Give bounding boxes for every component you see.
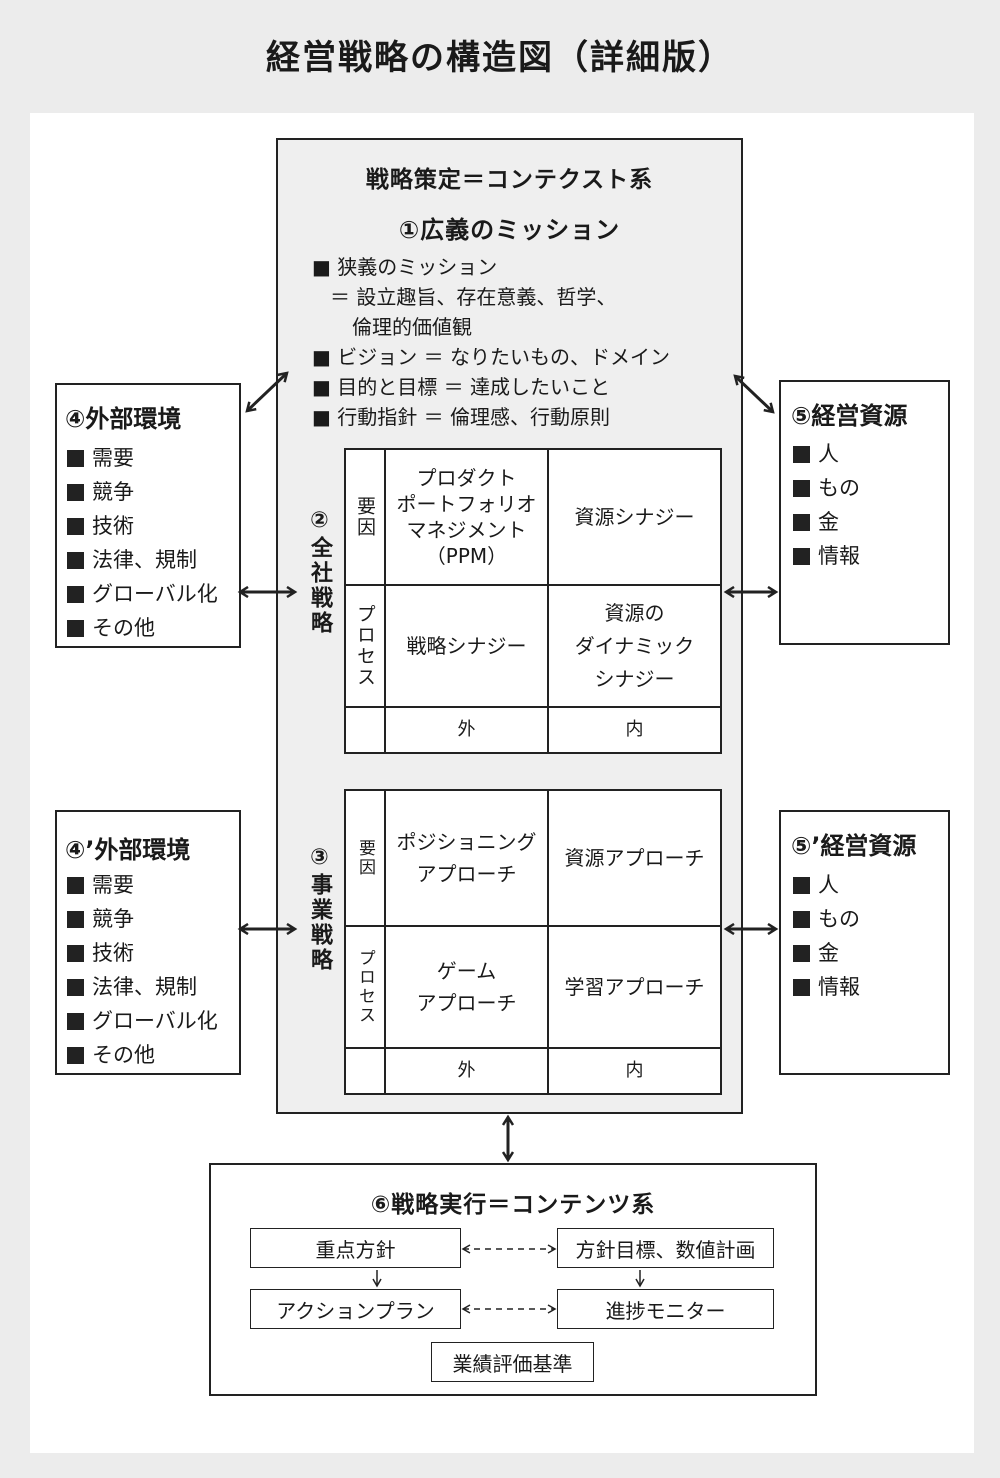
external-environment-box: ④外部環境 需要 競争 技術 法律、規制 グローバル化 その他: [55, 383, 241, 648]
mission-heading: ①広義のミッション: [398, 216, 621, 244]
mission-item: 倫理的価値観: [312, 312, 670, 342]
mission-item-text: 目的と目標 ＝ 達成したいこと: [337, 375, 610, 399]
mission-item: ■ 行動指針 ＝ 倫理感、行動原則: [312, 402, 670, 432]
list-item: 人: [793, 868, 860, 902]
bullet-square-icon: ■: [312, 345, 331, 369]
row-label-process: プロセス: [355, 949, 375, 1025]
mission-item: ■ ビジョン ＝ なりたいもの、ドメイン: [312, 342, 670, 372]
execution-heading: ⑥戦略実行＝コンテンツ系: [370, 1192, 656, 1218]
resources-box-2: ⑤’経営資源 人 もの 金 情報: [779, 810, 950, 1075]
action-plan-step: アクションプラン: [250, 1289, 461, 1329]
bullet-square-icon: [67, 620, 84, 637]
corporate-strategy-matrix: 要因 プロセス プロダクト ポートフォリオ マネジメント （PPM） 資源シナジ…: [344, 448, 722, 754]
list-item: 情報: [793, 970, 860, 1004]
resources-heading: ⑤’経営資源: [791, 832, 917, 860]
bullet-square-icon: ■: [312, 255, 331, 279]
progress-monitor-step: 進捗モニター: [557, 1289, 774, 1329]
list-item: 競争: [67, 475, 218, 509]
external-environment-heading: ④外部環境: [65, 405, 182, 433]
list-item: 金: [793, 505, 860, 539]
mission-item-text: 行動指針 ＝ 倫理感、行動原則: [337, 405, 610, 429]
business-strategy-matrix: 要因 プロセス ポジショニング アプローチ 資源アプローチ ゲーム アプローチ …: [344, 789, 722, 1095]
mission-item: ■ 目的と目標 ＝ 達成したいこと: [312, 372, 670, 402]
row-label-process: プロセス: [354, 604, 376, 688]
bullet-square-icon: [67, 1013, 84, 1030]
matrix-cell-resource-synergy: 資源シナジー: [574, 505, 695, 529]
bullet-square-icon: ■: [312, 405, 331, 429]
column-label-internal: 内: [625, 1060, 644, 1081]
bullet-square-icon: [793, 979, 810, 996]
list-item: もの: [793, 902, 860, 936]
row-label-factor: 要因: [355, 839, 375, 877]
resources-box: ⑤経営資源 人 もの 金 情報: [779, 380, 950, 645]
list-item: 技術: [67, 936, 218, 970]
list-item: 法律、規制: [67, 543, 218, 577]
bullet-square-icon: [67, 450, 84, 467]
bullet-square-icon: [67, 518, 84, 535]
context-heading: 戦略策定＝コンテクスト系: [365, 167, 654, 193]
bullet-square-icon: [67, 877, 84, 894]
bullet-square-icon: [793, 548, 810, 565]
list-item: その他: [67, 611, 218, 645]
bullet-square-icon: [67, 945, 84, 962]
bullet-square-icon: [67, 979, 84, 996]
column-label-internal: 内: [625, 719, 644, 740]
matrix-cell-learning-approach: 学習アプローチ: [564, 975, 705, 999]
corporate-strategy-label: ②全社戦略: [307, 508, 332, 636]
business-strategy-label: ③事業戦略: [307, 845, 332, 973]
list-item: 需要: [67, 868, 218, 902]
bullet-square-icon: [793, 911, 810, 928]
bullet-square-icon: [793, 480, 810, 497]
bullet-square-icon: [67, 484, 84, 501]
bullet-square-icon: [793, 446, 810, 463]
diagonal-double-arrow-icon: [247, 373, 287, 411]
bullet-square-icon: [67, 552, 84, 569]
bullet-square-icon: [67, 911, 84, 928]
mission-item-text: ビジョン ＝ なりたいもの、ドメイン: [337, 345, 670, 369]
mission-item-text: 狭義のミッション: [337, 255, 498, 279]
policy-targets-step: 方針目標、数値計画: [557, 1228, 774, 1268]
mission-item-text: ＝ 設立趣旨、存在意義、哲学、: [330, 285, 617, 309]
matrix-cell-game-approach: ゲーム アプローチ: [416, 959, 517, 1015]
bullet-square-icon: ■: [312, 375, 331, 399]
mission-item-text: 倫理的価値観: [352, 315, 472, 339]
list-item: 情報: [793, 539, 860, 573]
mission-item: ＝ 設立趣旨、存在意義、哲学、: [312, 282, 670, 312]
bullet-square-icon: [67, 586, 84, 603]
list-item: グローバル化: [67, 1004, 218, 1038]
bullet-square-icon: [793, 945, 810, 962]
focus-policy-step: 重点方針: [250, 1228, 461, 1268]
diagonal-double-arrow-icon: [735, 376, 773, 412]
page-title: 経営戦略の構造図（詳細版）: [266, 38, 734, 78]
matrix-cell-ppm: プロダクト ポートフォリオ マネジメント （PPM）: [396, 466, 537, 568]
list-item: その他: [67, 1038, 218, 1072]
matrix-cell-positioning: ポジショニング アプローチ: [396, 830, 537, 886]
list-item: 需要: [67, 441, 218, 475]
resources-heading: ⑤経営資源: [791, 402, 908, 430]
list-item: 金: [793, 936, 860, 970]
column-label-external: 外: [457, 1060, 476, 1081]
list-item: グローバル化: [67, 577, 218, 611]
mission-list: ■ 狭義のミッション ＝ 設立趣旨、存在意義、哲学、 倫理的価値観 ■ ビジョン…: [312, 252, 670, 432]
column-label-external: 外: [457, 719, 476, 740]
bullet-square-icon: [67, 1047, 84, 1064]
mission-item: ■ 狭義のミッション: [312, 252, 670, 282]
matrix-cell-dynamic-synergy: 資源の ダイナミック シナジー: [574, 600, 695, 691]
list-item: 人: [793, 437, 860, 471]
row-label-factor: 要因: [354, 496, 376, 538]
external-environment-box-2: ④’外部環境 需要 競争 技術 法律、規制 グローバル化 その他: [55, 810, 241, 1075]
matrix-cell-resource-approach: 資源アプローチ: [564, 846, 705, 870]
list-item: もの: [793, 471, 860, 505]
matrix-cell-strategic-synergy: 戦略シナジー: [406, 634, 527, 658]
evaluation-criteria-step: 業績評価基準: [431, 1342, 594, 1382]
list-item: 法律、規制: [67, 970, 218, 1004]
list-item: 技術: [67, 509, 218, 543]
bullet-square-icon: [793, 877, 810, 894]
list-item: 競争: [67, 902, 218, 936]
bullet-square-icon: [793, 514, 810, 531]
external-environment-heading: ④’外部環境: [65, 836, 191, 864]
